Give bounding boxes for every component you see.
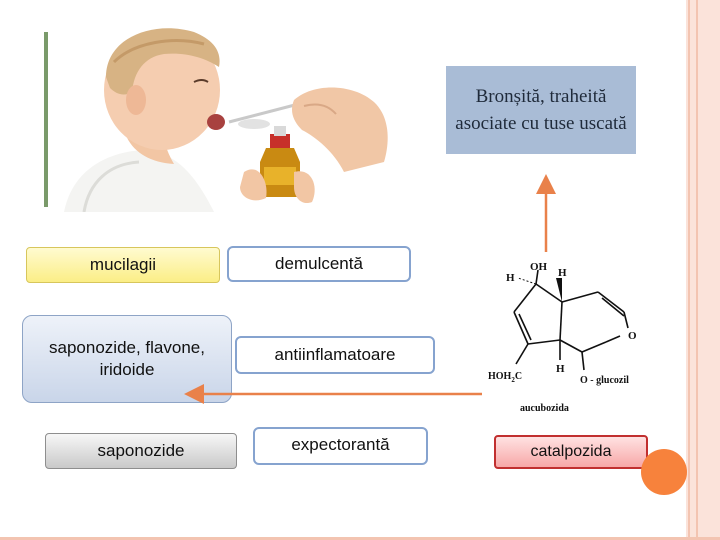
- decorative-border-line: [696, 0, 698, 540]
- constituent-mucilage-label: mucilagii: [90, 255, 156, 275]
- hydroxymethyl-label: HOH2C: [488, 371, 522, 384]
- glucosyl-label: O - glucozil: [580, 375, 629, 386]
- decorative-orange-circle: [641, 449, 687, 495]
- hydrogen-label: H: [506, 272, 515, 284]
- constituent-mucilage-box: mucilagii: [26, 247, 220, 283]
- indication-text: Bronșită, traheită asociate cu tuse usca…: [451, 83, 631, 137]
- constituent-saponins-flavones-iridoids-box: saponozide, flavone, iridoide: [22, 315, 232, 403]
- action-antiinflammatory-label: antiinflamatoare: [275, 345, 396, 365]
- catalpol-label: catalpozida: [531, 443, 612, 461]
- hydroxyl-label: OH: [530, 261, 548, 273]
- molecule-name: aucubozida: [520, 403, 569, 414]
- constituent-saponins-box: saponozide: [45, 433, 237, 469]
- action-demulcent-box: demulcentă: [227, 246, 411, 282]
- decorative-side-border: [686, 0, 720, 540]
- constituent-saponins-label: saponozide: [98, 441, 185, 461]
- decorative-border-line: [688, 0, 690, 540]
- action-antiinflammatory-box: antiinflamatoare: [235, 336, 435, 374]
- hydrogen-label: H: [558, 267, 567, 279]
- aucubin-structure-diagram: OH H H O HOH2C H O - glucozil aucubozida: [478, 252, 668, 420]
- indication-box: Bronșită, traheită asociate cu tuse usca…: [446, 66, 636, 154]
- action-expectorant-label: expectorantă: [291, 435, 389, 455]
- ring-oxygen-label: O: [628, 330, 637, 342]
- action-demulcent-label: demulcentă: [275, 254, 363, 274]
- child-taking-syrup-photo: [44, 22, 390, 212]
- action-expectorant-box: expectorantă: [253, 427, 428, 465]
- hydrogen-label: H: [556, 363, 565, 375]
- catalpol-box: catalpozida: [494, 435, 648, 469]
- constituent-saponins-flavones-iridoids-label: saponozide, flavone, iridoide: [33, 337, 221, 381]
